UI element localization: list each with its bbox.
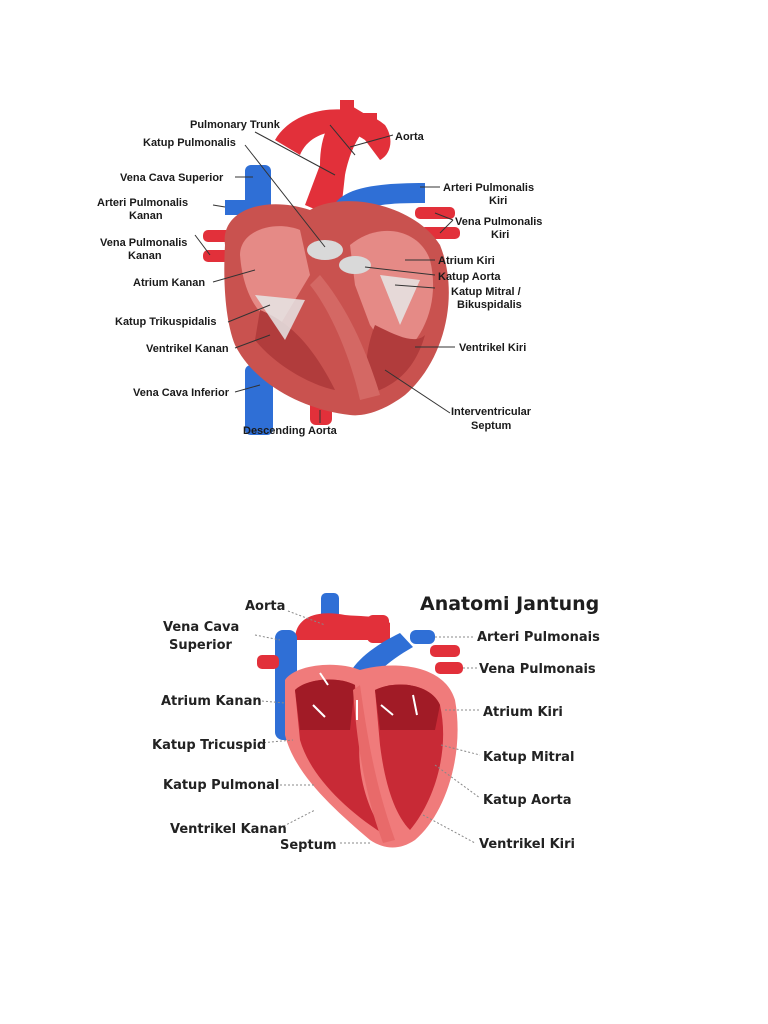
- label-interventricular-1: Interventricular: [451, 406, 532, 418]
- label-ventrikel-kanan-2: Ventrikel Kanan: [170, 822, 287, 837]
- heart-anatomy-diagram-detailed: Pulmonary Trunk Katup Pulmonalis Aorta V…: [95, 95, 565, 440]
- label-pulmonary-trunk: Pulmonary Trunk: [190, 119, 281, 131]
- labels-1: Pulmonary Trunk Katup Pulmonalis Aorta V…: [97, 119, 542, 437]
- diagram-title: Anatomi Jantung: [420, 593, 599, 615]
- label-interventricular-2: Septum: [471, 420, 512, 432]
- label-arteri-pulmonalis-kanan-2: Kanan: [129, 210, 163, 222]
- label-arteri-pulmonalis-kiri-2: Kiri: [489, 195, 507, 207]
- label-vena-cava-2-line1: Vena Cava: [163, 620, 239, 635]
- label-atrium-kiri-2: Atrium Kiri: [483, 705, 563, 720]
- heart-diagram-2-svg: Anatomi Jantung: [152, 593, 600, 853]
- label-katup-aorta: Katup Aorta: [438, 271, 501, 283]
- label-katup-tricuspid: Katup Tricuspid: [152, 738, 266, 753]
- label-atrium-kanan: Atrium Kanan: [133, 277, 205, 289]
- label-ventrikel-kiri-2: Ventrikel Kiri: [479, 837, 575, 852]
- label-vena-pulmonalis-kiri-1: Vena Pulmonalis: [455, 216, 542, 228]
- label-atrium-kanan-2: Atrium Kanan: [161, 694, 262, 709]
- label-arteri-pulmonalis-kiri-1: Arteri Pulmonalis: [443, 182, 534, 194]
- label-descending-aorta: Descending Aorta: [243, 425, 338, 437]
- labels-2: Aorta Vena Cava Superior Atrium Kanan Ka…: [152, 599, 600, 853]
- label-vena-cava-inferior: Vena Cava Inferior: [133, 387, 230, 399]
- label-vena-cava-superior: Vena Cava Superior: [120, 172, 224, 184]
- label-vena-cava-2-line2: Superior: [169, 638, 233, 653]
- label-atrium-kiri: Atrium Kiri: [438, 255, 495, 267]
- label-katup-mitral-2: Bikuspidalis: [457, 299, 522, 311]
- label-vena-pulmonalis-kanan-1: Vena Pulmonalis: [100, 237, 187, 249]
- label-katup-mitral-1: Katup Mitral /: [451, 286, 521, 298]
- leader-lines-1: [194, 124, 455, 423]
- label-katup-trikuspidalis: Katup Trikuspidalis: [115, 316, 216, 328]
- leader-lines-2: [249, 610, 481, 844]
- label-vena-pulmonais: Vena Pulmonais: [479, 662, 596, 677]
- label-katup-mitral: Katup Mitral: [483, 750, 574, 765]
- label-septum: Septum: [280, 838, 337, 853]
- label-ventrikel-kanan: Ventrikel Kanan: [146, 343, 229, 355]
- label-arteri-pulmonalis-kanan-1: Arteri Pulmonalis: [97, 197, 188, 209]
- label-vena-pulmonalis-kanan-2: Kanan: [128, 250, 162, 262]
- label-vena-pulmonalis-kiri-2: Kiri: [491, 229, 509, 241]
- label-ventrikel-kiri: Ventrikel Kiri: [459, 342, 526, 354]
- label-katup-pulmonal: Katup Pulmonal: [163, 778, 279, 793]
- label-arteri-pulmonais: Arteri Pulmonais: [477, 630, 600, 645]
- label-aorta: Aorta: [395, 131, 425, 143]
- heart-illustration-1: [203, 100, 460, 435]
- label-katup-pulmonalis: Katup Pulmonalis: [143, 137, 236, 149]
- heart-diagram-1-svg: Pulmonary Trunk Katup Pulmonalis Aorta V…: [97, 100, 542, 437]
- label-aorta-2: Aorta: [245, 599, 285, 614]
- label-katup-aorta-2: Katup Aorta: [483, 793, 572, 808]
- heart-anatomy-diagram-simple: Anatomi Jantung: [145, 585, 605, 860]
- heart-illustration-2: [257, 593, 463, 848]
